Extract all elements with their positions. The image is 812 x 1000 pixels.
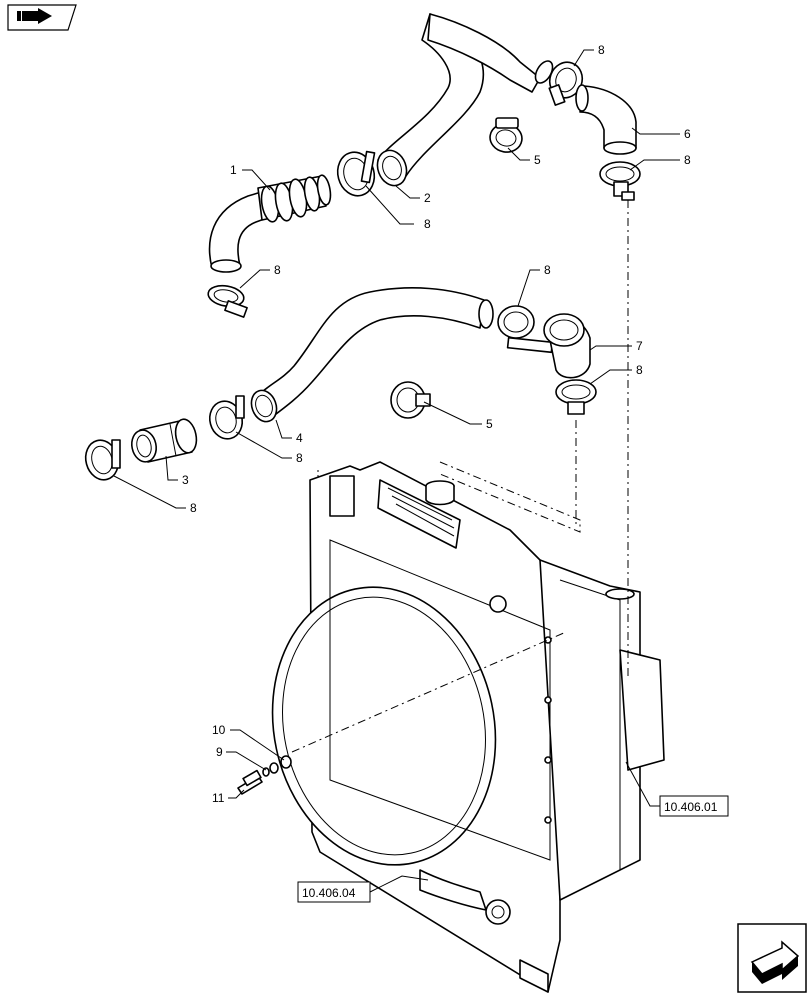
reference-label: 10.406.04: [302, 886, 356, 900]
hose-part-2: [376, 13, 554, 187]
routing-line: [291, 631, 567, 753]
callout-1: 1: [230, 163, 237, 177]
callout-2: 2: [424, 191, 431, 205]
hose-clamp: [548, 61, 584, 106]
callout-8: 8: [190, 501, 197, 515]
callout-8: 8: [274, 263, 281, 277]
hose-clamp: [390, 381, 431, 419]
callout-6: 6: [684, 127, 691, 141]
hose-part-6: [575, 84, 637, 155]
callout-8: 8: [424, 217, 431, 231]
hose-part-7: [543, 313, 591, 379]
callout-7: 7: [636, 339, 643, 353]
hose-part-4: [250, 287, 494, 423]
callout-3: 3: [182, 473, 189, 487]
callout-5: 5: [486, 417, 493, 431]
reference-link-10-406-04[interactable]: 10.406.04: [297, 881, 371, 903]
callout-10: 10: [212, 723, 226, 737]
reference-label: 10.406.01: [664, 800, 718, 814]
hose-clamp: [497, 305, 554, 354]
leader-lines: [113, 49, 680, 893]
callout-4: 4: [296, 431, 303, 445]
hose-clamp: [84, 439, 121, 481]
hose-clamp: [336, 150, 376, 197]
hose-clamp: [489, 117, 523, 153]
hose-clamp: [599, 161, 641, 201]
hose-clamp: [555, 379, 597, 415]
hose-part-1: [208, 174, 332, 273]
radiator-assembly: [271, 461, 665, 993]
hose-part-3: [130, 418, 198, 463]
next-page-arrow-icon[interactable]: [737, 923, 807, 993]
callout-11: 11: [212, 791, 225, 805]
callout-8: 8: [296, 451, 303, 465]
callout-9: 9: [216, 745, 223, 759]
callout-8: 8: [636, 363, 643, 377]
reference-link-10-406-01[interactable]: 10.406.01: [659, 795, 729, 817]
fastener-set: [237, 755, 292, 795]
hose-clamp: [207, 284, 248, 318]
callout-8: 8: [598, 43, 605, 57]
hose-clamp: [208, 395, 245, 440]
callout-5: 5: [534, 153, 541, 167]
navigation-arrow-icon[interactable]: [7, 4, 77, 31]
callout-8: 8: [544, 263, 551, 277]
callout-8: 8: [684, 153, 691, 167]
